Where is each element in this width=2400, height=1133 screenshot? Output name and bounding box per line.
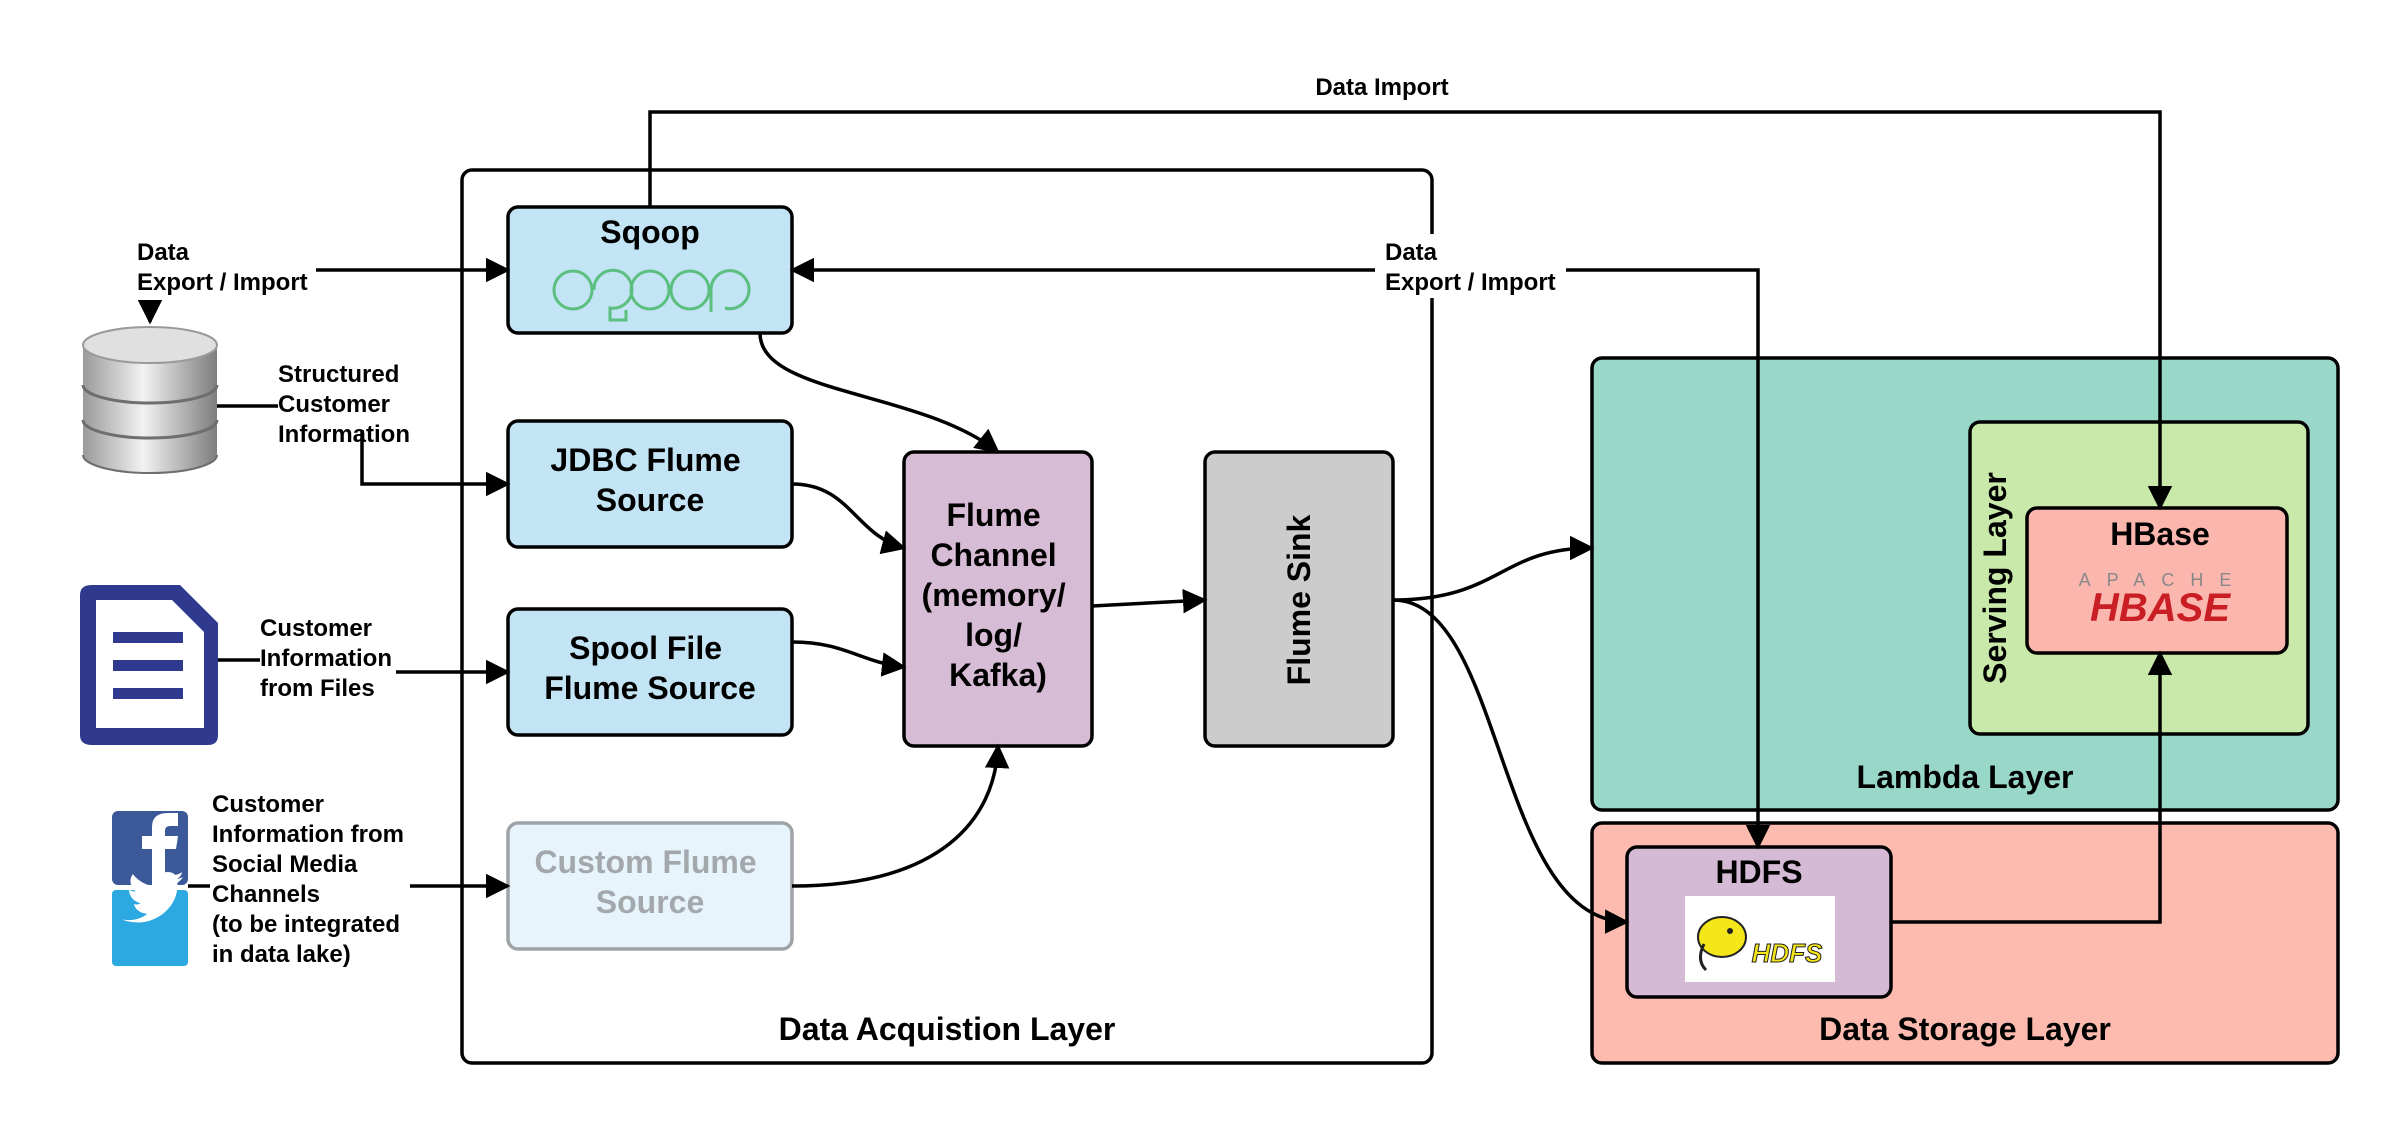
- hbase-logo-top: APACHE: [2079, 570, 2248, 590]
- jdbc-source-node: JDBC Flume Source: [506, 419, 794, 549]
- flume-sink-label: Flume Sink: [1281, 514, 1317, 685]
- spool-source-node: Spool File Flume Source: [506, 607, 794, 737]
- facebook-icon: [112, 811, 188, 885]
- connectors: [137, 110, 2173, 934]
- left-export-label: Data Export / Import: [137, 239, 308, 296]
- customer-files-label: Customer Information from Files: [260, 615, 399, 702]
- hdfs-title: HDFS: [1715, 854, 1802, 890]
- channel-sink-connector: [1091, 588, 1208, 614]
- custom-channel-connector: [791, 743, 1010, 888]
- sqoop-logo: [552, 268, 751, 322]
- serving-layer-label: Serving Layer: [1977, 472, 2013, 684]
- database-icon: [81, 326, 219, 474]
- structured-jdbc-connector: [360, 430, 511, 497]
- hdfs-logo-text: HDFS: [1752, 938, 1823, 968]
- storage-layer-label: Data Storage Layer: [1819, 1011, 2111, 1047]
- spool-source-label: Spool File Flume Source: [544, 630, 756, 706]
- custom-source-node: Custom Flume Source: [506, 821, 794, 951]
- sqoop-node: Sqoop: [506, 205, 794, 335]
- twitter-icon: [112, 871, 188, 966]
- flume-channel-label: Flume Channel (memory/ log/ Kafka): [922, 497, 1075, 693]
- hbase-title: HBase: [2110, 516, 2210, 552]
- hdfs-hbase-connector: [1891, 650, 2173, 924]
- jdbc-channel-connector: [791, 482, 907, 555]
- acquisition-layer-label: Data Acquistion Layer: [779, 1011, 1116, 1047]
- flume-channel-node: Flume Channel (memory/ log/ Kafka): [902, 450, 1094, 748]
- data-import-label: Data Import: [1315, 74, 1448, 101]
- document-icon: [80, 585, 218, 745]
- customer-social-label: Customer Information from Social Media C…: [212, 791, 411, 968]
- structured-customer-label: Structured Customer Information: [278, 361, 410, 448]
- hdfs-logo: HDFS: [1685, 896, 1835, 982]
- jdbc-source-label: JDBC Flume Source: [550, 442, 749, 518]
- right-export-label: Data Export / Import: [1385, 239, 1556, 296]
- custom-source-label: Custom Flume Source: [534, 844, 765, 920]
- sqoop-title: Sqoop: [600, 214, 700, 250]
- lambda-layer-label: Lambda Layer: [1857, 759, 2074, 795]
- hdfs-node: HDFS HDFS: [1625, 845, 1893, 999]
- spool-channel-connector: [791, 640, 907, 677]
- hbase-node: HBase APACHE HBASE: [2025, 506, 2289, 655]
- sink-hdfs-connector: [1392, 598, 1630, 934]
- flume-sink-node: Flume Sink: [1203, 450, 1395, 748]
- sqoop-channel-connector: [758, 332, 1000, 454]
- sink-lambda-connector: [1392, 535, 1595, 602]
- data-import-connector: [648, 110, 2173, 511]
- hdfs-sqoop-connector: [1565, 268, 1771, 850]
- hbase-logo-main: HBASE: [2090, 586, 2231, 630]
